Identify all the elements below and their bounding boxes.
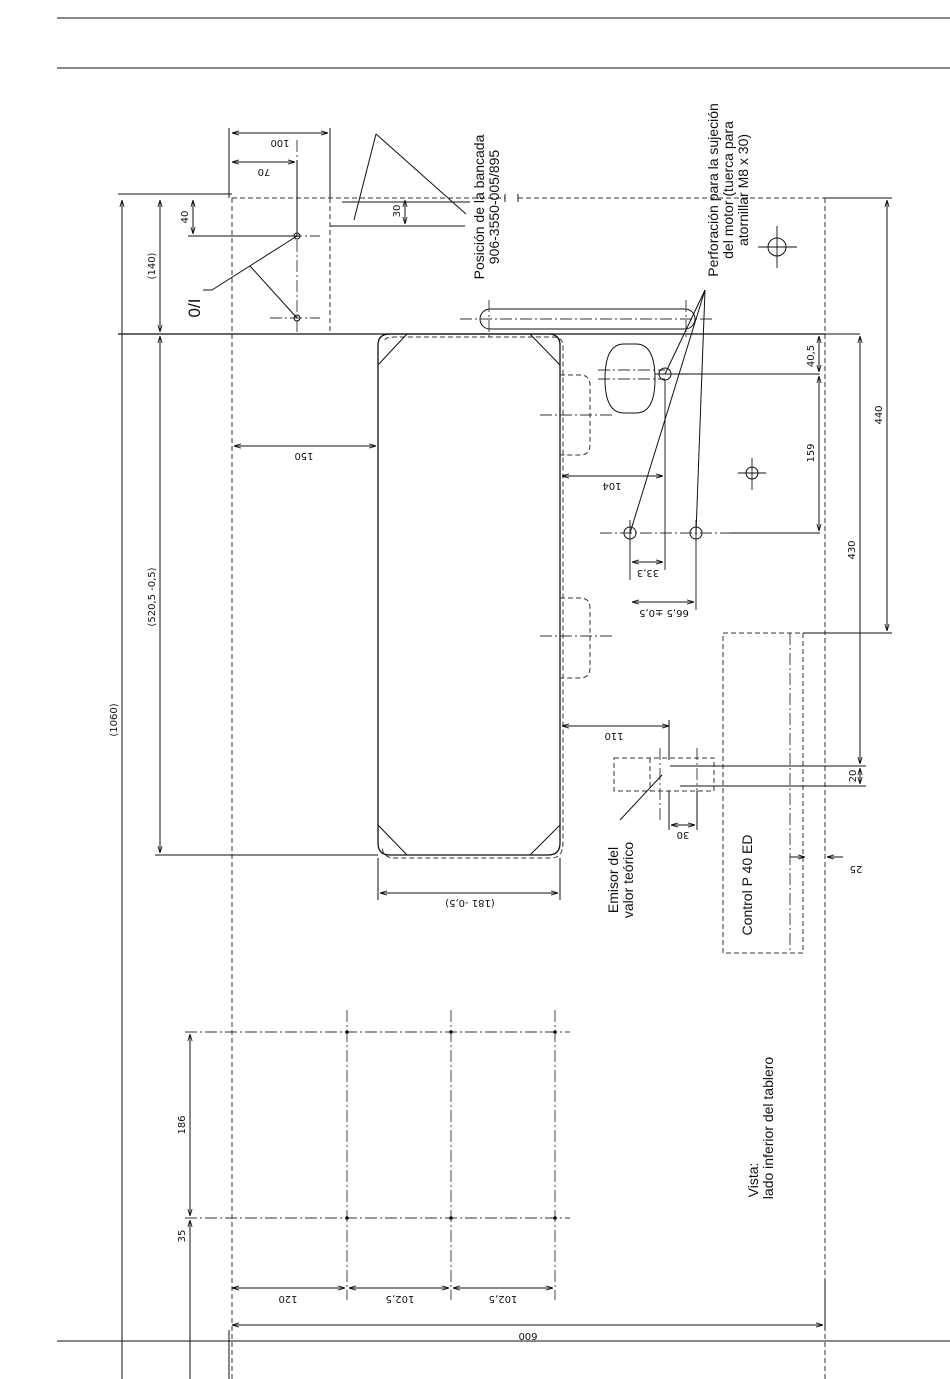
vista-label-line1: Vista: (745, 1163, 761, 1198)
dim-25: 25 (850, 863, 863, 874)
oval-hole (604, 343, 656, 414)
dim-30-top: 30 (392, 205, 403, 218)
dim-1060: (1060) (109, 703, 120, 736)
dim-33: 33,3 (637, 567, 659, 578)
control-label: Control P 40 ED (739, 835, 755, 936)
dim-440: 440 (874, 405, 885, 424)
dim-181: (181 -0,5) (445, 897, 495, 908)
perforacion-label-line1: Perforación para la sujeción (705, 103, 721, 277)
hole-top-right (758, 226, 797, 268)
setpoint-emitter (613, 748, 866, 821)
hole-center-right (738, 458, 766, 490)
dim-40-5: 40,5 (806, 345, 817, 367)
dim-30-bottom: 30 (677, 829, 690, 840)
perforacion-label-line2: del motor (tuerca para (720, 121, 736, 259)
dim-110: 110 (604, 730, 623, 741)
switch-label: 0/I (185, 299, 204, 318)
emisor-label-line2: valor teórico (620, 842, 636, 918)
vista-label-line2: lado inferior del tablero (760, 1057, 776, 1200)
dim-100: 100 (270, 137, 289, 148)
dim-430: 430 (847, 540, 858, 559)
dim-104: 104 (602, 480, 621, 491)
bancada-label-line1: Posición de la bancada (471, 134, 487, 279)
dim-120: 120 (278, 1293, 297, 1304)
control-box (722, 632, 804, 954)
dim-150: 150 (294, 450, 313, 461)
dim-102-b: 102,5 (489, 1293, 518, 1304)
bancada-label-line2: 906-3550-005/895 (486, 150, 502, 265)
dim-520: (520,5 -0,5) (147, 567, 158, 626)
dim-66: 66,5 ±0,5 (639, 607, 689, 618)
dim-140: (140) (147, 252, 158, 279)
table-cutout (377, 333, 561, 856)
dim-40: 40 (180, 211, 191, 224)
table-outline (231, 194, 826, 1379)
dim-70: 70 (258, 166, 271, 177)
dim-159: 159 (806, 443, 817, 462)
dim-600: 600 (518, 1330, 537, 1341)
cutout-tab-lower (560, 597, 591, 679)
motor-holes (600, 367, 820, 610)
emisor-label-line1: Emisor del (605, 847, 621, 913)
cutout-corner-marks (377, 333, 561, 856)
perforacion-label-line3: atornillar M8 x 30) (735, 134, 751, 246)
dim-102-a: 102,5 (386, 1293, 415, 1304)
dim-20: 20 (848, 770, 859, 783)
dim-35: 35 (177, 1230, 188, 1243)
dim-186: 186 (177, 1115, 188, 1134)
screw-holes-grid (185, 1010, 570, 1300)
